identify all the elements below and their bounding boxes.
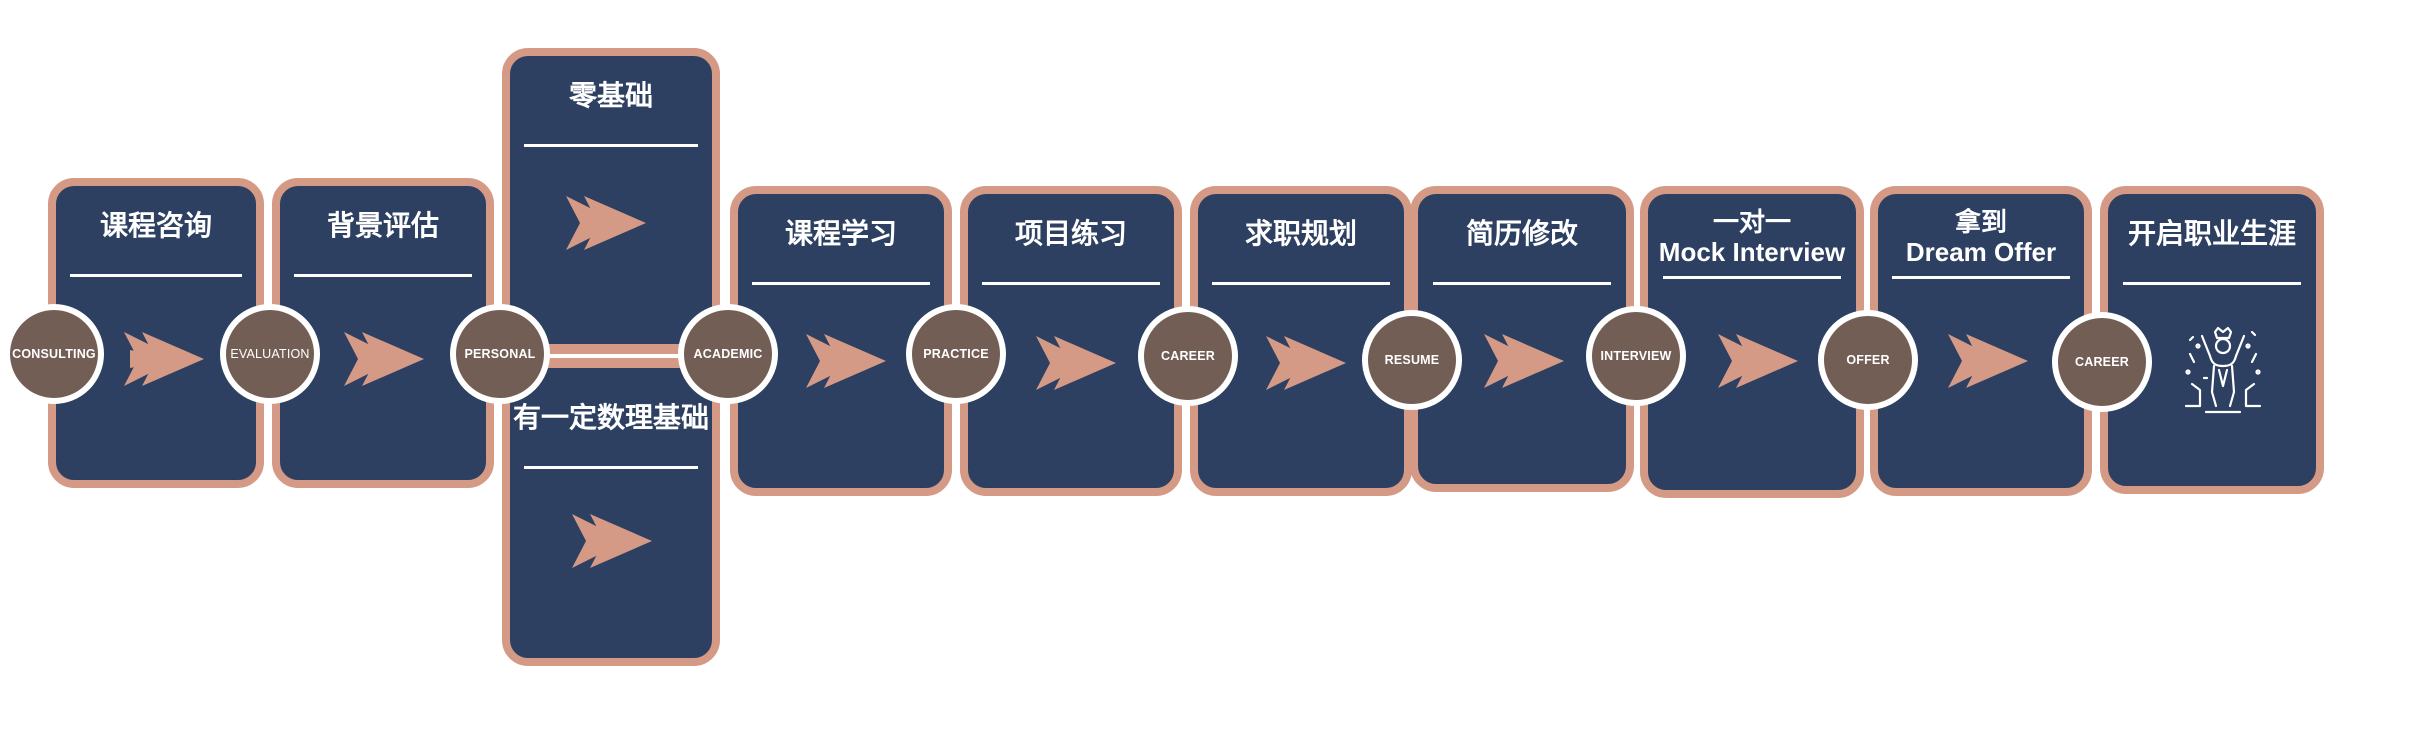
node-resume: RESUME (1362, 310, 1462, 410)
card-title: 有一定数理基础 (512, 402, 709, 433)
chevron-arrow-icon (1718, 334, 1798, 388)
node-career-final: CAREER (2052, 312, 2152, 412)
title-divider (982, 282, 1160, 285)
card-title-line1: 拿到 (1954, 207, 2007, 237)
math-basis-card: 有一定数理基础 (502, 360, 720, 666)
node-practice: PRACTICE (906, 304, 1006, 404)
chevron-arrow-icon (566, 196, 646, 250)
card-title-line2: Mock Interview (1658, 236, 1846, 267)
card-title: 零基础 (568, 80, 653, 111)
title-divider (2122, 282, 2302, 285)
card-title-line1: 一对一 (1712, 207, 1791, 237)
node-academic: ACADEMIC (678, 304, 778, 404)
card-title: 背景评估 (326, 210, 439, 241)
card-title: 项目练习 (1014, 218, 1127, 249)
title-divider (1892, 275, 2070, 279)
chevron-arrow-icon (1036, 336, 1116, 390)
title-divider (70, 274, 242, 277)
title-divider (1432, 282, 1612, 285)
chevron-arrow-icon (806, 334, 886, 388)
card-title: 求职规划 (1244, 218, 1357, 249)
title-divider (294, 274, 472, 277)
title-divider (524, 466, 698, 469)
title-divider (1662, 275, 1842, 279)
node-personal: PERSONAL (450, 304, 550, 404)
card-title: 简历修改 (1465, 218, 1578, 249)
title-divider (1212, 282, 1390, 285)
chevron-arrow-icon (1948, 334, 2028, 388)
card-title: 开启职业生涯 (2127, 218, 2296, 249)
card-title: 课程学习 (784, 218, 897, 249)
branch-connector (540, 350, 690, 362)
chevron-arrow-icon (1266, 336, 1346, 390)
node-consulting: CONSULTING (4, 304, 104, 404)
card-title-line2: Dream Offer (1905, 236, 2057, 267)
zero-basis-card: 零基础 (502, 48, 720, 352)
celebrating-person-icon (2184, 326, 2262, 414)
title-divider (752, 282, 930, 285)
node-offer: OFFER (1818, 310, 1918, 410)
node-interview: INTERVIEW (1586, 306, 1686, 406)
chevron-arrow-icon (344, 332, 424, 386)
chevron-arrow-icon (1484, 334, 1564, 388)
node-career: CAREER (1138, 306, 1238, 406)
chevron-arrow-icon (572, 514, 652, 568)
card-title: 一对一 Mock Interview (1659, 194, 1845, 268)
card-title: 课程咨询 (99, 210, 212, 241)
node-evaluation: EVALUATION (220, 304, 320, 404)
card-title: 拿到 Dream Offer (1906, 194, 2056, 268)
chevron-arrow-icon (124, 332, 204, 386)
title-divider (524, 144, 698, 147)
